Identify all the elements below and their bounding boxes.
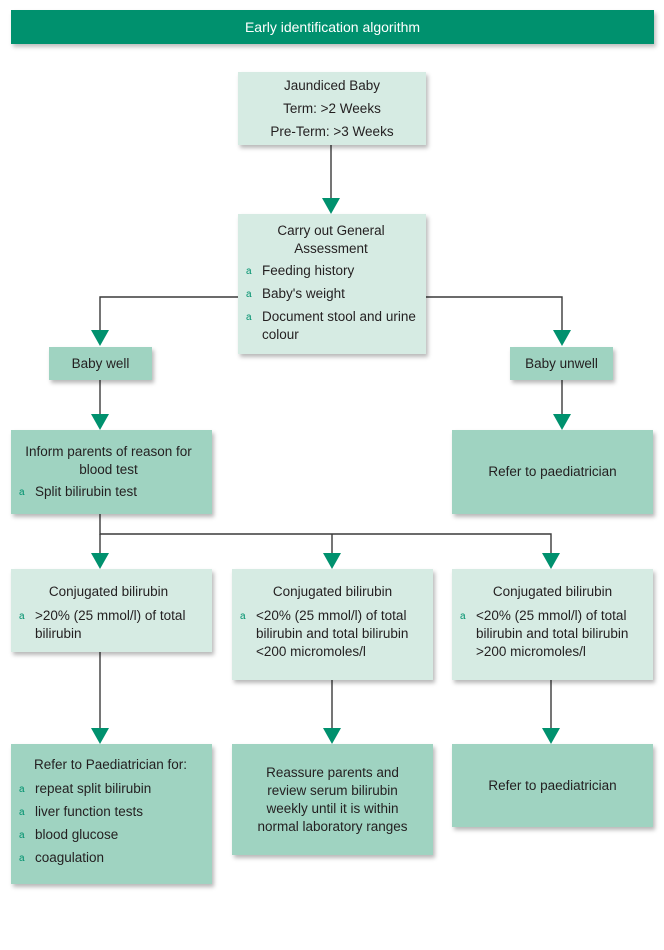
bullet-liver-function: liver function tests [19, 803, 202, 822]
baby-well-label: Baby well [71, 355, 130, 371]
conj-right-title: Conjugated bilirubin [492, 584, 613, 599]
refer-paediatrician-unwell-box: Refer to paediatrician [452, 430, 653, 514]
connector-assessment-well [99, 296, 238, 332]
arrow-to-conj-mid [323, 553, 341, 569]
baby-unwell-label: Baby unwell [525, 355, 598, 371]
bullet-conj-left: >20% (25 mmol/l) of total bilirubin [19, 607, 198, 643]
jaundiced-line-3: Pre-Term: >3 Weeks [270, 124, 394, 139]
conj-mid-bullets: <20% (25 mmol/l) of total bilirubin and … [240, 607, 425, 661]
arrow-to-conj-right [542, 553, 560, 569]
conj-mid-title: Conjugated bilirubin [272, 584, 393, 599]
baby-well-box: Baby well [49, 347, 152, 380]
bullet-split-bilirubin: Split bilirubin test [19, 483, 198, 502]
conj-left-title: Conjugated bilirubin [48, 584, 169, 599]
inform-parents-box: Inform parents of reason for blood test … [11, 430, 212, 514]
bullet-stool-urine: Document stool and urine colour [246, 308, 416, 344]
jaundiced-baby-box: Jaundiced Baby Term: >2 Weeks Pre-Term: … [238, 72, 426, 145]
assessment-title: Carry out General Assessment [277, 223, 385, 256]
connector-assessment-unwell [426, 296, 563, 332]
connector-inform-split [99, 514, 552, 555]
bullet-conj-mid: <20% (25 mmol/l) of total bilirubin and … [240, 607, 425, 661]
arrow-to-refer-right [542, 728, 560, 744]
bullet-repeat-split: repeat split bilirubin [19, 780, 202, 799]
bullet-blood-glucose: blood glucose [19, 826, 202, 845]
bullet-feeding-history: Feeding history [246, 262, 416, 281]
bullet-conj-right: <20% (25 mmol/l) of total bilirubin and … [460, 607, 645, 661]
arrow-to-baby-well [91, 330, 109, 346]
page-title: Early identification algorithm [244, 19, 421, 35]
refer-for-bullets: repeat split bilirubin liver function te… [19, 780, 202, 868]
reassure-label: Reassure parents and review serum biliru… [257, 764, 408, 834]
inform-bullets: Split bilirubin test [19, 483, 198, 502]
conjugated-right-box: Conjugated bilirubin <20% (25 mmol/l) of… [452, 569, 653, 680]
baby-unwell-box: Baby unwell [510, 347, 613, 380]
general-assessment-box: Carry out General Assessment Feeding his… [238, 214, 426, 354]
arrow-to-assessment [322, 198, 340, 214]
inform-title: Inform parents of reason for blood test [25, 444, 192, 477]
arrow-to-refer-for [91, 728, 109, 744]
jaundiced-line-2: Term: >2 Weeks [283, 101, 381, 116]
reassure-parents-box: Reassure parents and review serum biliru… [232, 744, 433, 855]
arrow-to-reassure [323, 728, 341, 744]
arrow-to-baby-unwell [553, 330, 571, 346]
arrow-to-conj-left [91, 553, 109, 569]
page-title-banner: Early identification algorithm [11, 10, 654, 44]
refer-unwell-label: Refer to paediatrician [488, 464, 617, 479]
conjugated-mid-box: Conjugated bilirubin <20% (25 mmol/l) of… [232, 569, 433, 680]
conj-left-bullets: >20% (25 mmol/l) of total bilirubin [19, 607, 198, 643]
conj-right-bullets: <20% (25 mmol/l) of total bilirubin and … [460, 607, 645, 661]
refer-paediatrician-for-box: Refer to Paediatrician for: repeat split… [11, 744, 212, 884]
arrow-to-refer-unwell [553, 414, 571, 430]
assessment-bullets: Feeding history Baby's weight Document s… [246, 262, 416, 344]
refer-paediatrician-right-box: Refer to paediatrician [452, 744, 653, 827]
refer-right-label: Refer to paediatrician [488, 777, 617, 793]
arrow-to-inform [91, 414, 109, 430]
refer-for-title: Refer to Paediatrician for: [33, 757, 188, 772]
jaundiced-line-1: Jaundiced Baby [283, 78, 381, 93]
conjugated-left-box: Conjugated bilirubin >20% (25 mmol/l) of… [11, 569, 212, 652]
bullet-baby-weight: Baby's weight [246, 285, 416, 304]
bullet-coagulation: coagulation [19, 849, 202, 868]
